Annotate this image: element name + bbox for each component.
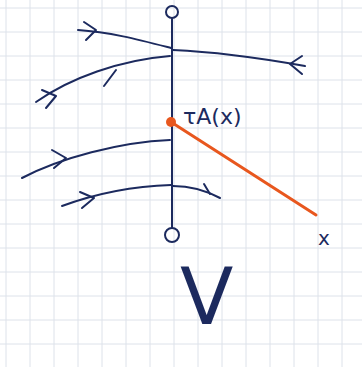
grid-line xyxy=(78,0,79,367)
grid-line xyxy=(0,32,362,33)
grid-line xyxy=(318,0,319,367)
path-line xyxy=(171,122,316,215)
grid-line xyxy=(0,200,362,201)
grid-line xyxy=(126,0,127,367)
grid-line xyxy=(0,224,362,225)
grid-line xyxy=(6,0,7,367)
grid-line xyxy=(246,0,247,367)
grid-line xyxy=(0,344,362,345)
grid-line xyxy=(0,176,362,177)
grid-line xyxy=(0,104,362,105)
arrowhead xyxy=(80,192,94,208)
grid-line xyxy=(294,0,295,367)
point-label: x xyxy=(318,228,330,248)
branch xyxy=(22,140,170,178)
branch xyxy=(173,186,220,198)
grid-line xyxy=(150,0,151,367)
function-label: τA(x) xyxy=(183,106,241,128)
grid-line xyxy=(0,8,362,9)
grid-line xyxy=(0,80,362,81)
arrowhead xyxy=(42,90,56,108)
grid-line xyxy=(174,0,175,367)
arrowhead xyxy=(52,150,66,168)
path-dot xyxy=(166,117,176,127)
tree-branches xyxy=(22,6,305,242)
tick-mark xyxy=(104,70,116,86)
branch xyxy=(173,50,305,66)
grid-line xyxy=(0,248,362,249)
arrowhead xyxy=(84,22,96,40)
arrowhead xyxy=(204,184,210,194)
arrowhead xyxy=(290,56,302,74)
leaf-circle xyxy=(165,228,179,242)
grid-line xyxy=(342,0,343,367)
branch xyxy=(62,185,171,206)
grid-line xyxy=(54,0,55,367)
set-label: V xyxy=(180,258,233,336)
grid-line xyxy=(0,56,362,57)
grid-line xyxy=(30,0,31,367)
root-circle xyxy=(166,6,178,18)
grid-line xyxy=(102,0,103,367)
